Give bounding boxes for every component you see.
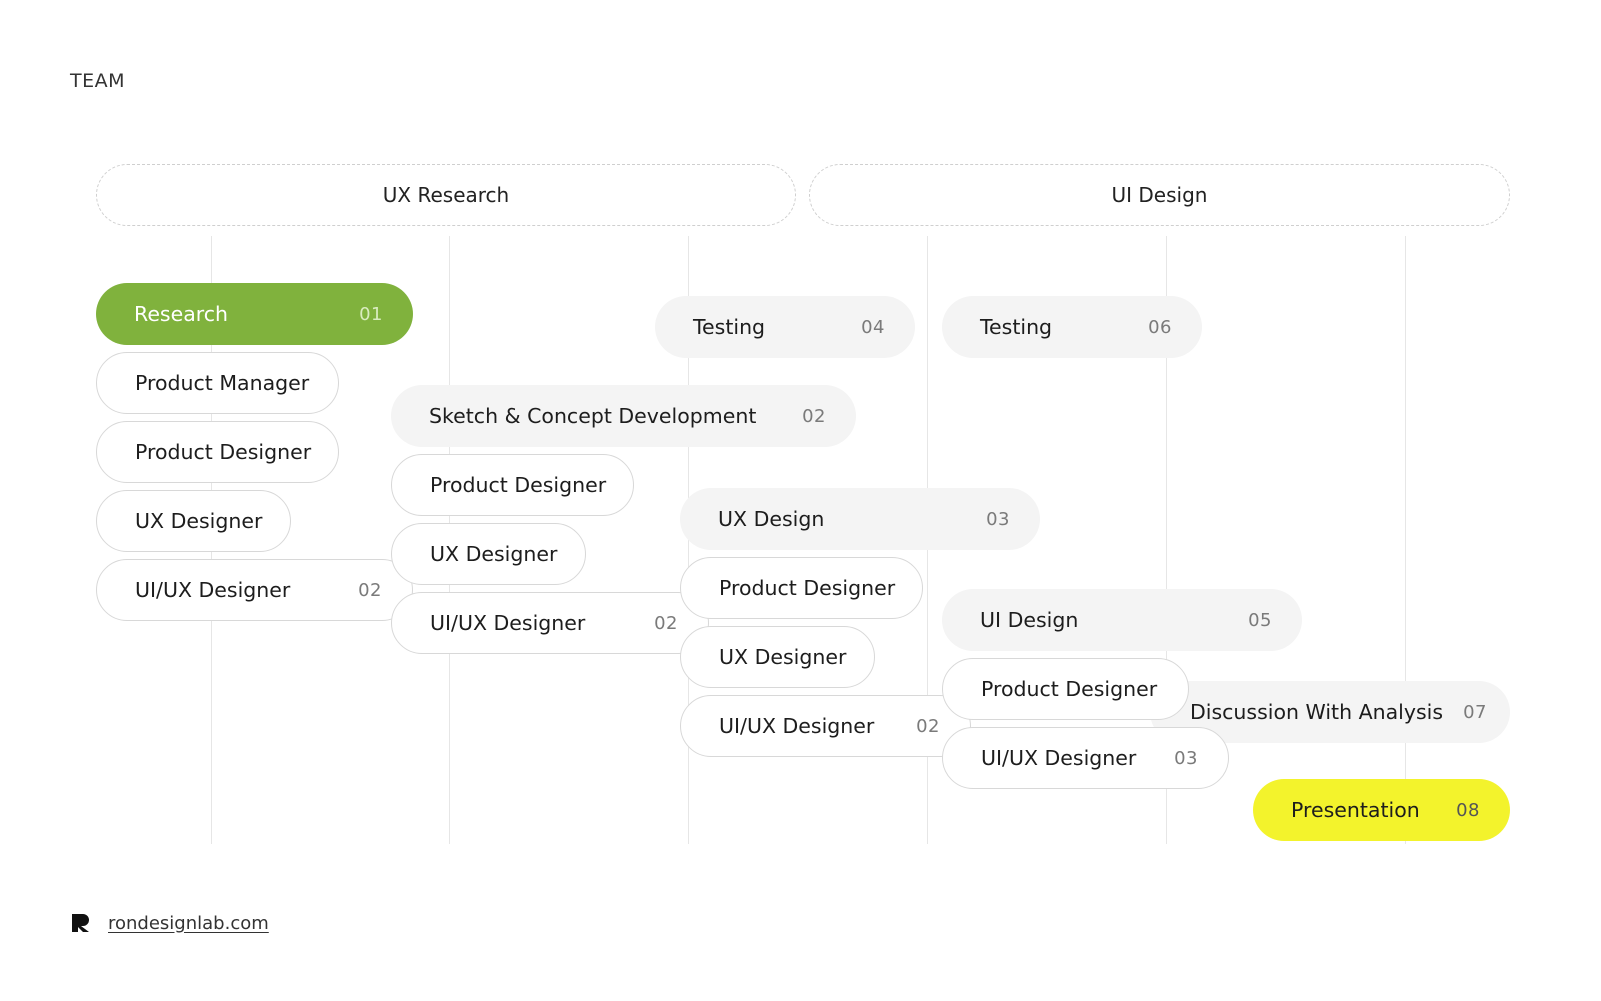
role-count: 03	[1174, 747, 1198, 769]
step-label: Discussion With Analysis	[1190, 700, 1444, 724]
step-number: 04	[861, 316, 885, 338]
step-label: Sketch & Concept Development	[429, 404, 757, 428]
step-number: 01	[359, 303, 383, 325]
step-number: 06	[1148, 316, 1172, 338]
step-label: Testing	[980, 315, 1053, 339]
role-count: 02	[358, 579, 382, 601]
step-testing-04: Testing 04	[655, 296, 915, 358]
column-line	[1405, 236, 1406, 844]
role-product-designer: Product Designer	[391, 454, 634, 516]
role-count: 02	[654, 612, 678, 634]
role-label: Product Designer	[135, 440, 312, 464]
role-count: 02	[916, 715, 940, 737]
phase-ux-research: UX Research	[96, 164, 796, 226]
step-label: Testing	[693, 315, 766, 339]
step-label: Presentation	[1291, 798, 1420, 822]
footer: rondesignlab.com	[70, 912, 269, 934]
role-label: UI/UX Designer	[430, 611, 586, 635]
step-testing-06: Testing 06	[942, 296, 1202, 358]
brand-logo-icon	[72, 914, 89, 932]
step-ux-design: UX Design 03	[680, 488, 1040, 550]
role-label: Product Designer	[981, 677, 1158, 701]
role-ui-ux-designer: UI/UX Designer 02	[391, 592, 709, 654]
phase-ui-design: UI Design	[809, 164, 1510, 226]
role-label: Product Manager	[135, 371, 310, 395]
step-label: UX Design	[718, 507, 825, 531]
role-product-manager: Product Manager	[96, 352, 339, 414]
role-product-designer: Product Designer	[942, 658, 1189, 720]
role-ux-designer: UX Designer	[96, 490, 291, 552]
role-label: UX Designer	[430, 542, 558, 566]
step-label: Research	[134, 302, 229, 326]
step-ui-design: UI Design 05	[942, 589, 1302, 651]
role-label: UI/UX Designer	[981, 746, 1137, 770]
step-number: 02	[802, 405, 826, 427]
role-product-designer: Product Designer	[680, 557, 923, 619]
role-ux-designer: UX Designer	[680, 626, 875, 688]
role-product-designer: Product Designer	[96, 421, 339, 483]
step-presentation: Presentation 08	[1253, 779, 1510, 841]
step-sketch-concept: Sketch & Concept Development 02	[391, 385, 856, 447]
role-label: Product Designer	[719, 576, 896, 600]
role-label: UI/UX Designer	[719, 714, 875, 738]
step-number: 08	[1456, 799, 1480, 821]
role-ui-ux-designer: UI/UX Designer 02	[96, 559, 413, 621]
column-line	[1166, 236, 1167, 844]
section-title: TEAM	[70, 70, 126, 92]
step-label: UI Design	[980, 608, 1079, 632]
step-research: Research 01	[96, 283, 413, 345]
website-link[interactable]: rondesignlab.com	[108, 912, 269, 934]
role-label: UX Designer	[135, 509, 263, 533]
role-label: UX Designer	[719, 645, 847, 669]
role-label: UI/UX Designer	[135, 578, 291, 602]
step-number: 03	[986, 508, 1010, 530]
role-label: Product Designer	[430, 473, 607, 497]
step-number: 07	[1463, 701, 1487, 723]
role-ux-designer: UX Designer	[391, 523, 586, 585]
step-number: 05	[1248, 609, 1272, 631]
role-ui-ux-designer: UI/UX Designer 03	[942, 727, 1229, 789]
role-ui-ux-designer: UI/UX Designer 02	[680, 695, 971, 757]
